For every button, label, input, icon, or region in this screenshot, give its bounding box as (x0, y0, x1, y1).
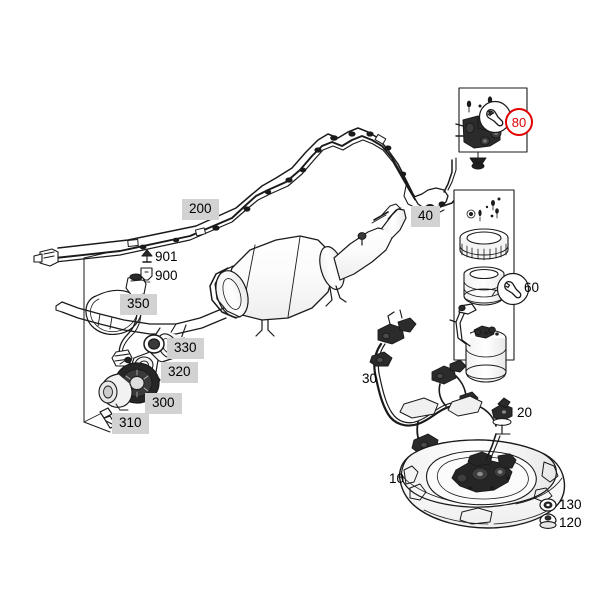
harness-plate (399, 395, 483, 419)
part-label-320[interactable]: 320 (161, 362, 198, 383)
part-label-310[interactable]: 310 (112, 413, 149, 434)
part-label-130-text: 130 (559, 497, 582, 512)
part-label-320-text: 320 (168, 364, 191, 379)
clip-900-icon (140, 267, 153, 281)
wrench-icon (496, 272, 530, 306)
callout-number-60-text: 60 (524, 280, 540, 295)
fuel-line-assembly-200 (33, 127, 416, 267)
part-label-20-text: 20 (517, 405, 533, 420)
part-label-330[interactable]: 330 (167, 338, 204, 359)
egr-cooler-group (83, 249, 165, 433)
part-label-40-text: 40 (418, 208, 434, 223)
part-label-350[interactable]: 350 (120, 294, 157, 315)
part-label-120[interactable]: 120 (559, 516, 582, 530)
part-label-900-text: 900 (155, 268, 178, 283)
callout-number-60: 60 (524, 281, 539, 295)
part-label-20[interactable]: 20 (517, 406, 532, 420)
part-label-900[interactable]: 900 (155, 269, 178, 283)
part-label-310-text: 310 (119, 415, 142, 430)
fuel-filter-group-60 (449, 189, 515, 383)
seal-ring-330-art (143, 334, 165, 354)
egr-valve-300-art (98, 356, 160, 411)
part-label-40[interactable]: 40 (411, 206, 441, 227)
part-label-350-text: 350 (127, 296, 150, 311)
part-label-901-text: 901 (155, 249, 178, 264)
part-label-300[interactable]: 300 (145, 393, 182, 414)
part-label-300-text: 300 (152, 395, 175, 410)
part-label-30-text: 30 (362, 371, 378, 386)
washer-130-art (539, 498, 557, 512)
part-label-901[interactable]: 901 (155, 250, 178, 264)
part-label-120-text: 120 (559, 515, 582, 530)
exhaust-muffler-assembly (55, 203, 407, 363)
part-label-200[interactable]: 200 (182, 199, 219, 220)
tank-cap-20 (491, 397, 513, 435)
part-label-30[interactable]: 30 (362, 372, 377, 386)
callout-number-80-text: 80 (511, 114, 527, 130)
part-label-10[interactable]: 10 (389, 472, 404, 486)
part-label-330-text: 330 (174, 340, 197, 355)
part-label-130[interactable]: 130 (559, 498, 582, 512)
wiring-harness-30 (369, 309, 497, 463)
callout-number-80: 80 (505, 108, 533, 136)
clip-901-icon (141, 249, 153, 263)
part-label-10-text: 10 (389, 471, 405, 486)
small-parts-130-120 (539, 498, 557, 529)
injector-pump-group-80 (455, 87, 528, 170)
part-label-200-text: 200 (189, 201, 212, 216)
grommet-120-art (539, 513, 557, 529)
fuel-tank-10 (397, 433, 566, 529)
